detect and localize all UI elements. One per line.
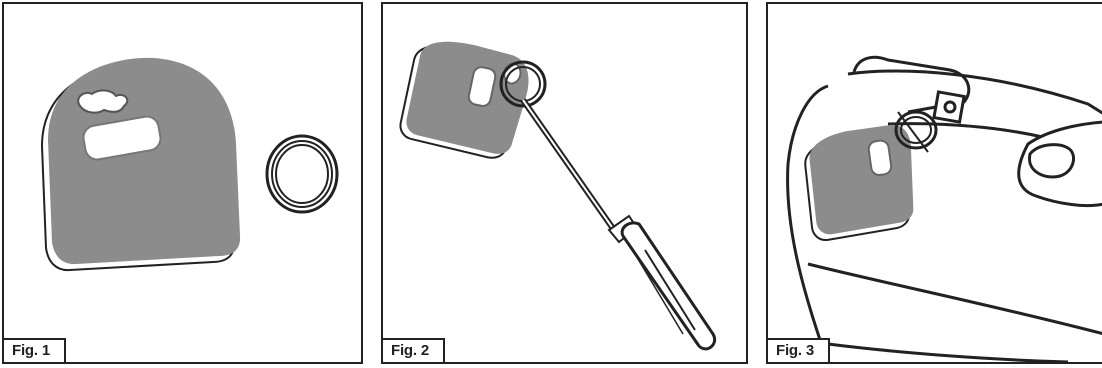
figure-3-panel: Fig. 3 xyxy=(766,2,1102,364)
split-ring-icon xyxy=(894,110,938,153)
tag-icon xyxy=(804,124,914,241)
screwdriver-icon xyxy=(520,98,716,351)
figure-2-label: Fig. 2 xyxy=(383,338,445,362)
figure-2-panel: Fig. 2 xyxy=(381,2,748,364)
figure-3-illustration xyxy=(786,55,1102,362)
figure-1-label: Fig. 1 xyxy=(4,338,66,362)
figure-1-illustration xyxy=(40,57,339,272)
hand-icon xyxy=(1017,120,1102,208)
bag-handle-icon xyxy=(786,55,1102,362)
split-ring-icon xyxy=(265,134,339,214)
figure-1-panel: Fig. 1 xyxy=(2,2,363,364)
figure-3-label: Fig. 3 xyxy=(768,338,830,362)
figure-2-illustration xyxy=(399,41,716,351)
tag-icon xyxy=(40,57,241,272)
